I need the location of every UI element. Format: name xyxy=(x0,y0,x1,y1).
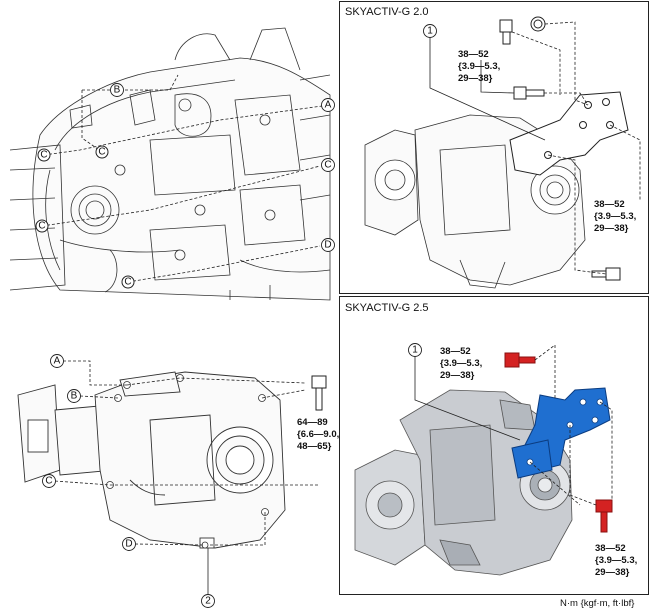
bolt-icon-left xyxy=(311,375,327,411)
torque-g20-right-line3: 29—38} xyxy=(594,223,629,234)
callout-c-top: C xyxy=(324,160,331,171)
transaxle-case-drawing xyxy=(9,27,331,301)
torque-g20-right-line2: {3.9—5.3, xyxy=(594,211,636,222)
g25-bolt-top-red xyxy=(504,352,536,368)
callout-c-1: C xyxy=(40,150,47,161)
callout-d-bottom: D xyxy=(125,539,132,550)
callout-c-bottom: C xyxy=(45,476,52,487)
g25-leader-lines xyxy=(529,344,613,506)
g25-solid-leaders xyxy=(414,357,521,441)
g20-leader-lines xyxy=(511,21,641,275)
torque-g20-top-line2: {3.9—5.3, xyxy=(458,61,500,72)
callout-c-2: C xyxy=(98,147,105,158)
g25-callout-1-circle xyxy=(408,343,422,357)
g20-bolt-bottom xyxy=(591,267,621,281)
torque-g25-top-line1: 38—52 xyxy=(440,346,471,357)
torque-g20-top-line1: 38—52 xyxy=(458,49,489,60)
torque-g20-top-line3: 29—38} xyxy=(458,73,493,84)
g20-callout-1-circle xyxy=(423,24,437,38)
torque-spec-g25-top: 38—52 {3.9—5.3, 29—38} xyxy=(440,346,482,381)
torque-spec-left: 64—89 {6.6—9.0, 48—65} xyxy=(297,417,339,452)
bolt-markers-top-left xyxy=(35,145,135,289)
torque-g25-bottom-line1: 38—52 xyxy=(595,543,626,554)
letter-callouts-bottom-left xyxy=(42,354,215,608)
g25-bracket-blue xyxy=(511,387,611,479)
units-note: N·m {kgf·m, ft·lbf} xyxy=(560,598,634,609)
callout-d-top: D xyxy=(324,240,331,251)
panel-g25-frame xyxy=(339,296,649,595)
panel-g20-frame xyxy=(339,1,649,294)
callout-2: 2 xyxy=(205,596,211,607)
torque-left-line2: {6.6—9.0, xyxy=(297,429,339,440)
callout-a-top: A xyxy=(325,100,332,111)
torque-spec-g25-bottom: 38—52 {3.9—5.3, 29—38} xyxy=(595,543,637,578)
callout-c-3: C xyxy=(38,221,45,232)
callout-b-top: B xyxy=(114,85,121,96)
g20-bracket xyxy=(509,91,629,176)
g20-solid-leaders xyxy=(429,38,546,141)
leader-lines-bottom-left xyxy=(54,360,320,546)
panel-g25-title: SKYACTIV-G 2.5 xyxy=(345,302,429,314)
torque-spec-g20-top: 38—52 {3.9—5.3, 29—38} xyxy=(458,49,500,84)
leader-lines-top-left xyxy=(41,74,323,283)
torque-spec-g20-right: 38—52 {3.9—5.3, 29—38} xyxy=(594,199,636,234)
letter-callouts-top-left xyxy=(110,83,335,252)
torque-g25-bottom-line3: 29—38} xyxy=(595,567,630,578)
torque-left-line3: 48—65} xyxy=(297,441,332,452)
g25-bolt-bottom-red xyxy=(595,499,613,533)
callout-c-4: C xyxy=(124,277,131,288)
callout-a-bottom: A xyxy=(54,356,61,367)
g20-callout-1: 1 xyxy=(427,26,433,37)
transfer-assembly-drawing xyxy=(17,371,286,549)
torque-g25-bottom-line2: {3.9—5.3, xyxy=(595,555,637,566)
callout-b-bottom: B xyxy=(71,391,78,402)
torque-left-line1: 64—89 xyxy=(297,417,328,428)
g25-callout-1: 1 xyxy=(412,345,418,356)
g20-bolt-top xyxy=(499,16,546,45)
torque-g25-top-line3: 29—38} xyxy=(440,370,475,381)
torque-g25-top-line2: {3.9—5.3, xyxy=(440,358,482,369)
panel-g20-title: SKYACTIV-G 2.0 xyxy=(345,6,429,18)
torque-g20-right-line1: 38—52 xyxy=(594,199,625,210)
g20-bolt-mid xyxy=(513,86,545,100)
